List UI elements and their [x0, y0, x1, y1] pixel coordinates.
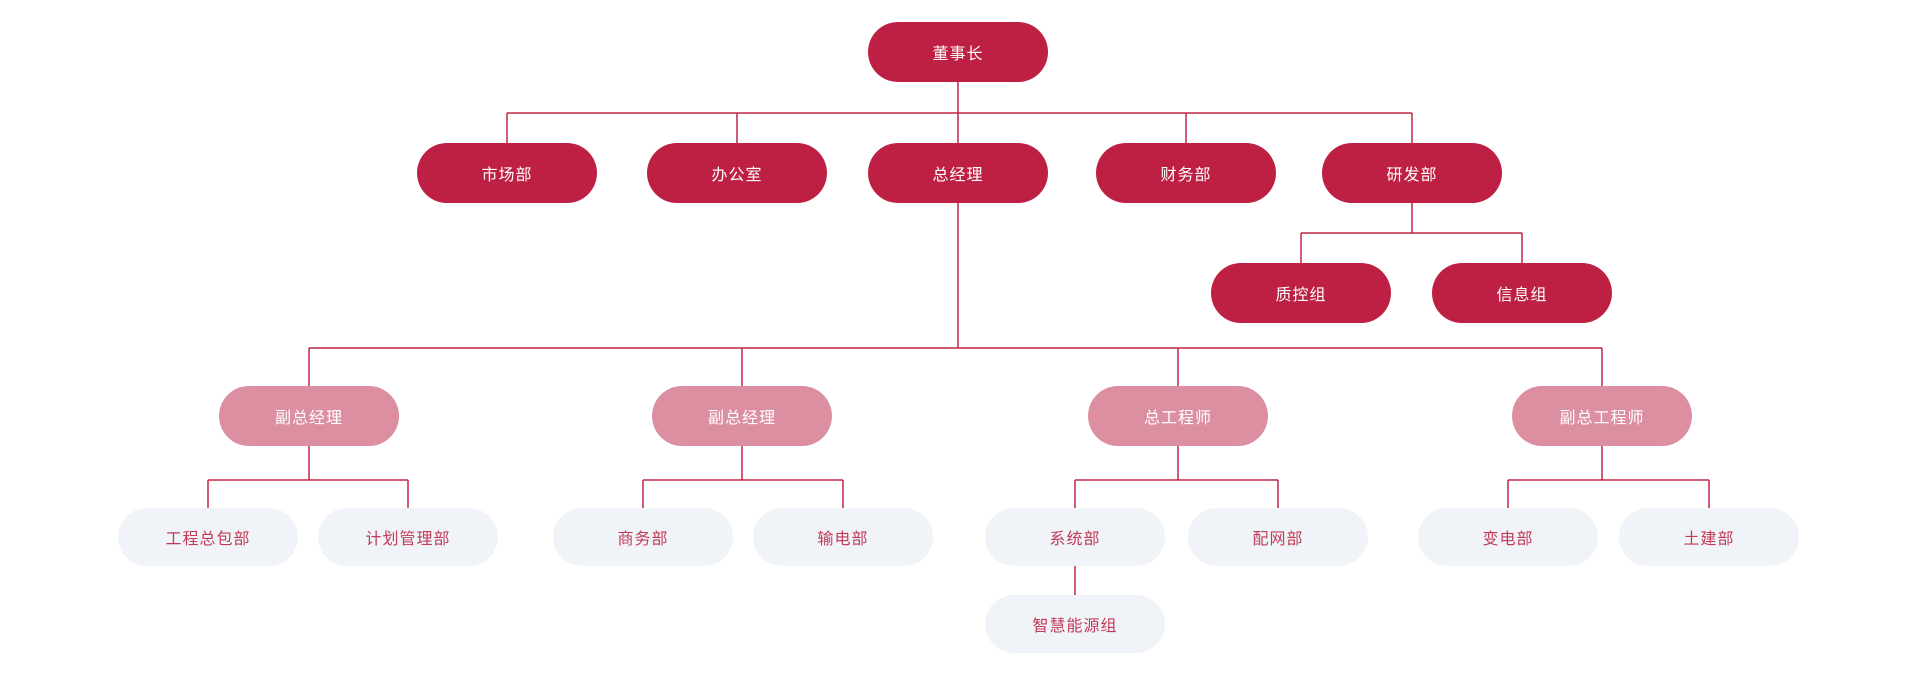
org-node-deputy-chief-engineer: 副总工程师 — [1512, 386, 1692, 446]
org-node-commerce: 商务部 — [553, 508, 733, 566]
org-node-label: 董事长 — [932, 44, 984, 63]
org-node-finance: 财务部 — [1096, 143, 1276, 203]
org-node-label: 土建部 — [1683, 529, 1735, 548]
org-node-planning: 计划管理部 — [318, 508, 498, 566]
org-node-market: 市场部 — [417, 143, 597, 203]
org-node-deputy-gm-2: 副总经理 — [652, 386, 832, 446]
org-node-distribution: 配网部 — [1188, 508, 1368, 566]
org-node-label: 质控组 — [1275, 285, 1327, 304]
org-node-label: 研发部 — [1386, 165, 1438, 184]
org-node-label: 计划管理部 — [365, 529, 451, 548]
org-node-label: 变电部 — [1482, 529, 1534, 548]
org-node-label: 副总经理 — [707, 408, 776, 427]
org-node-label: 副总工程师 — [1559, 408, 1645, 427]
org-node-deputy-gm-1: 副总经理 — [219, 386, 399, 446]
org-node-label: 工程总包部 — [165, 529, 251, 548]
org-node-substation: 变电部 — [1418, 508, 1598, 566]
org-node-label: 总经理 — [932, 165, 984, 184]
org-node-label: 副总经理 — [274, 408, 343, 427]
org-node-label: 信息组 — [1496, 285, 1548, 304]
org-node-chief-engineer: 总工程师 — [1088, 386, 1268, 446]
org-node-label: 配网部 — [1252, 529, 1304, 548]
org-node-general-manager: 总经理 — [868, 143, 1048, 203]
org-node-label: 智慧能源组 — [1032, 616, 1118, 635]
org-node-label: 办公室 — [711, 165, 763, 184]
org-node-label: 系统部 — [1049, 529, 1101, 548]
org-node-label: 输电部 — [817, 529, 869, 548]
org-node-chairman: 董事长 — [868, 22, 1048, 82]
org-node-system: 系统部 — [985, 508, 1165, 566]
org-node-info-group: 信息组 — [1432, 263, 1612, 323]
org-node-smart-energy: 智慧能源组 — [985, 595, 1165, 653]
org-node-label: 财务部 — [1160, 165, 1212, 184]
org-node-label: 商务部 — [617, 529, 669, 548]
org-node-rnd: 研发部 — [1322, 143, 1502, 203]
org-node-civil: 土建部 — [1619, 508, 1799, 566]
org-node-qc-group: 质控组 — [1211, 263, 1391, 323]
org-node-transmission: 输电部 — [753, 508, 933, 566]
org-node-label: 市场部 — [481, 165, 533, 184]
org-node-epc: 工程总包部 — [118, 508, 298, 566]
org-node-office: 办公室 — [647, 143, 827, 203]
org-node-label: 总工程师 — [1143, 408, 1212, 427]
